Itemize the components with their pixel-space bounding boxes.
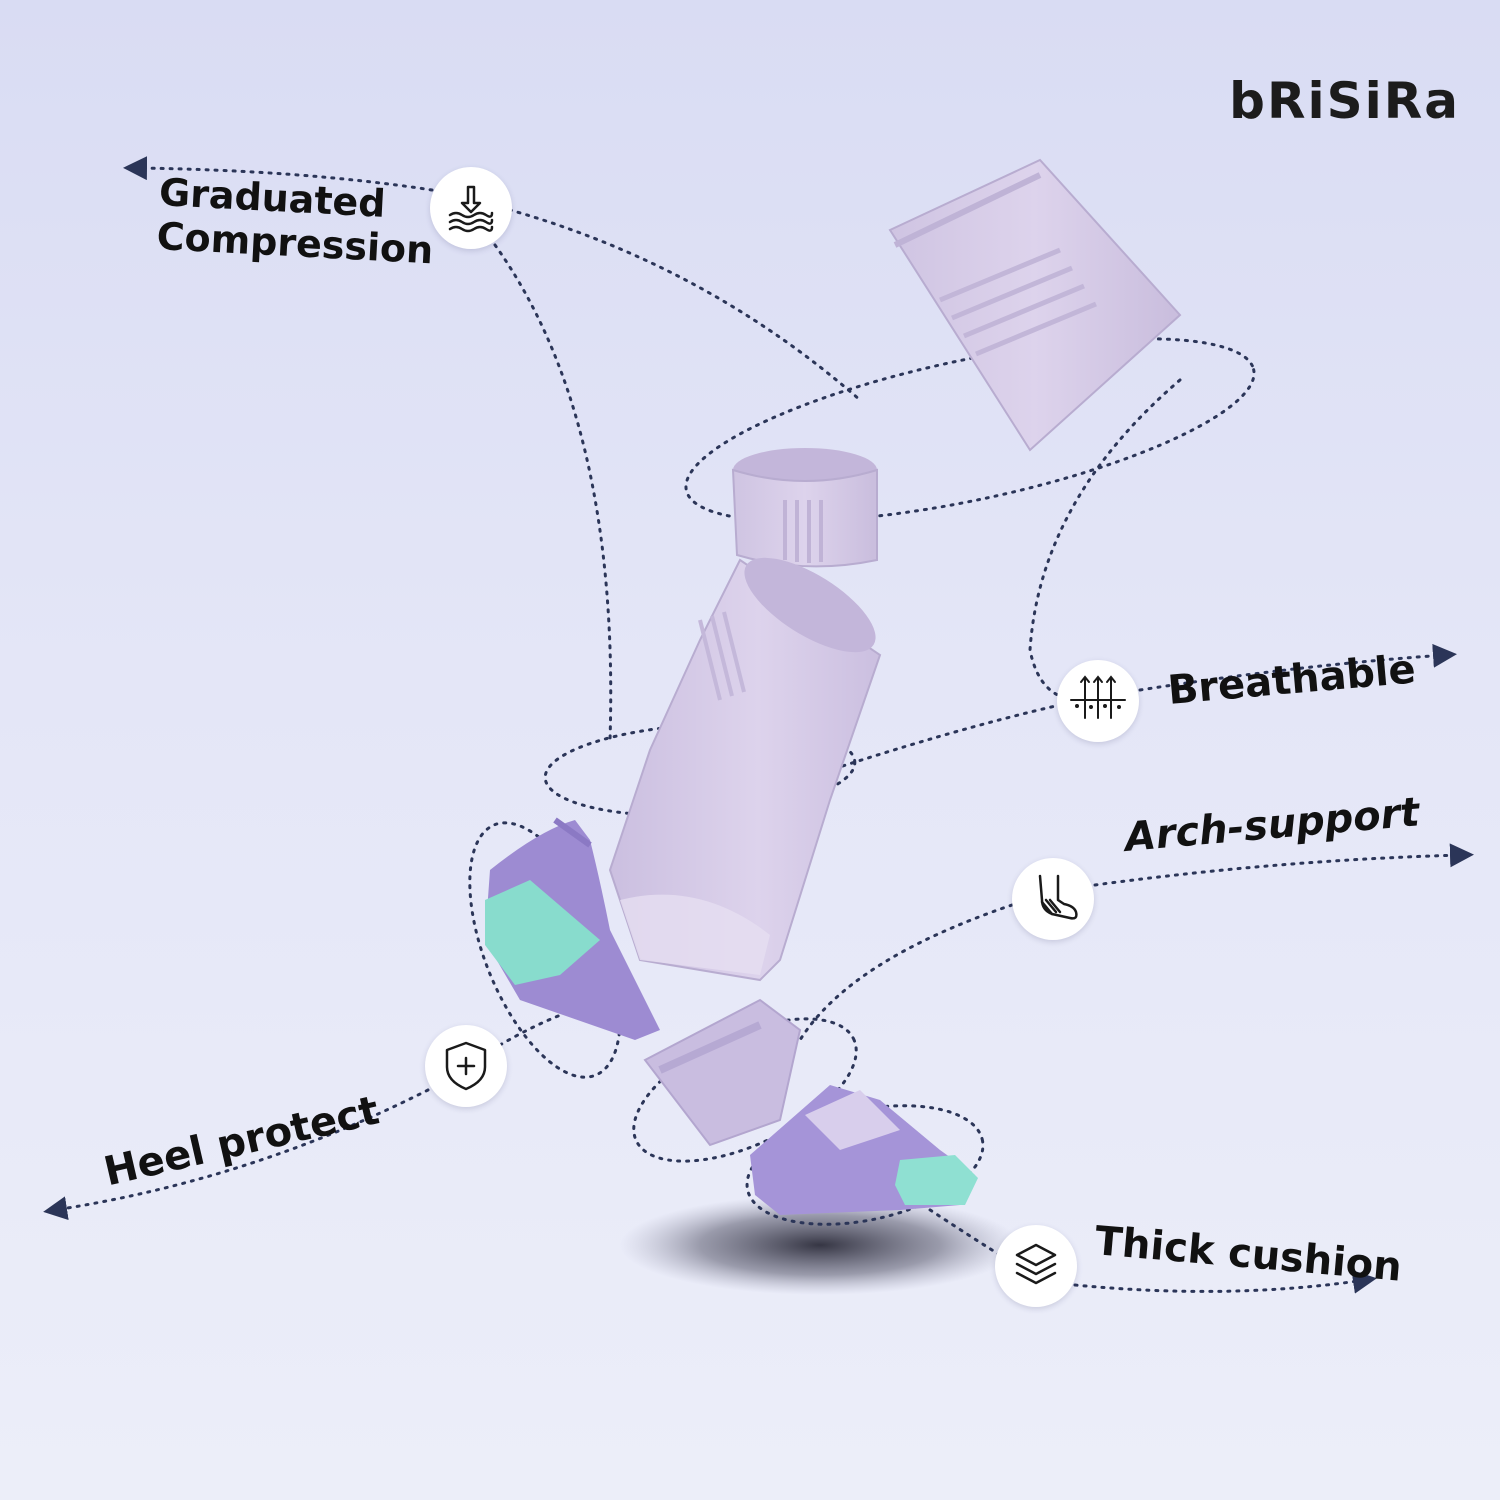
sock-leg — [608, 557, 882, 982]
sock-arch-icon — [1012, 858, 1094, 940]
shield-plus-icon — [425, 1025, 507, 1107]
layers-icon — [995, 1225, 1077, 1307]
sock-top-cuff — [888, 158, 1182, 452]
sock-instep-piece — [643, 998, 802, 1147]
breathable-icon — [1057, 660, 1139, 742]
label-graduated-compression: Graduated Compression — [156, 170, 437, 272]
sock-calf-band — [731, 448, 878, 568]
sock-toe-piece — [750, 1085, 978, 1215]
brand-logo: bRiSiRa — [1229, 72, 1460, 130]
arrow-leaders — [43, 156, 1474, 1294]
sock-heel-piece — [485, 817, 660, 1040]
floor-shadow — [620, 1195, 1020, 1295]
compression-icon — [430, 167, 512, 249]
